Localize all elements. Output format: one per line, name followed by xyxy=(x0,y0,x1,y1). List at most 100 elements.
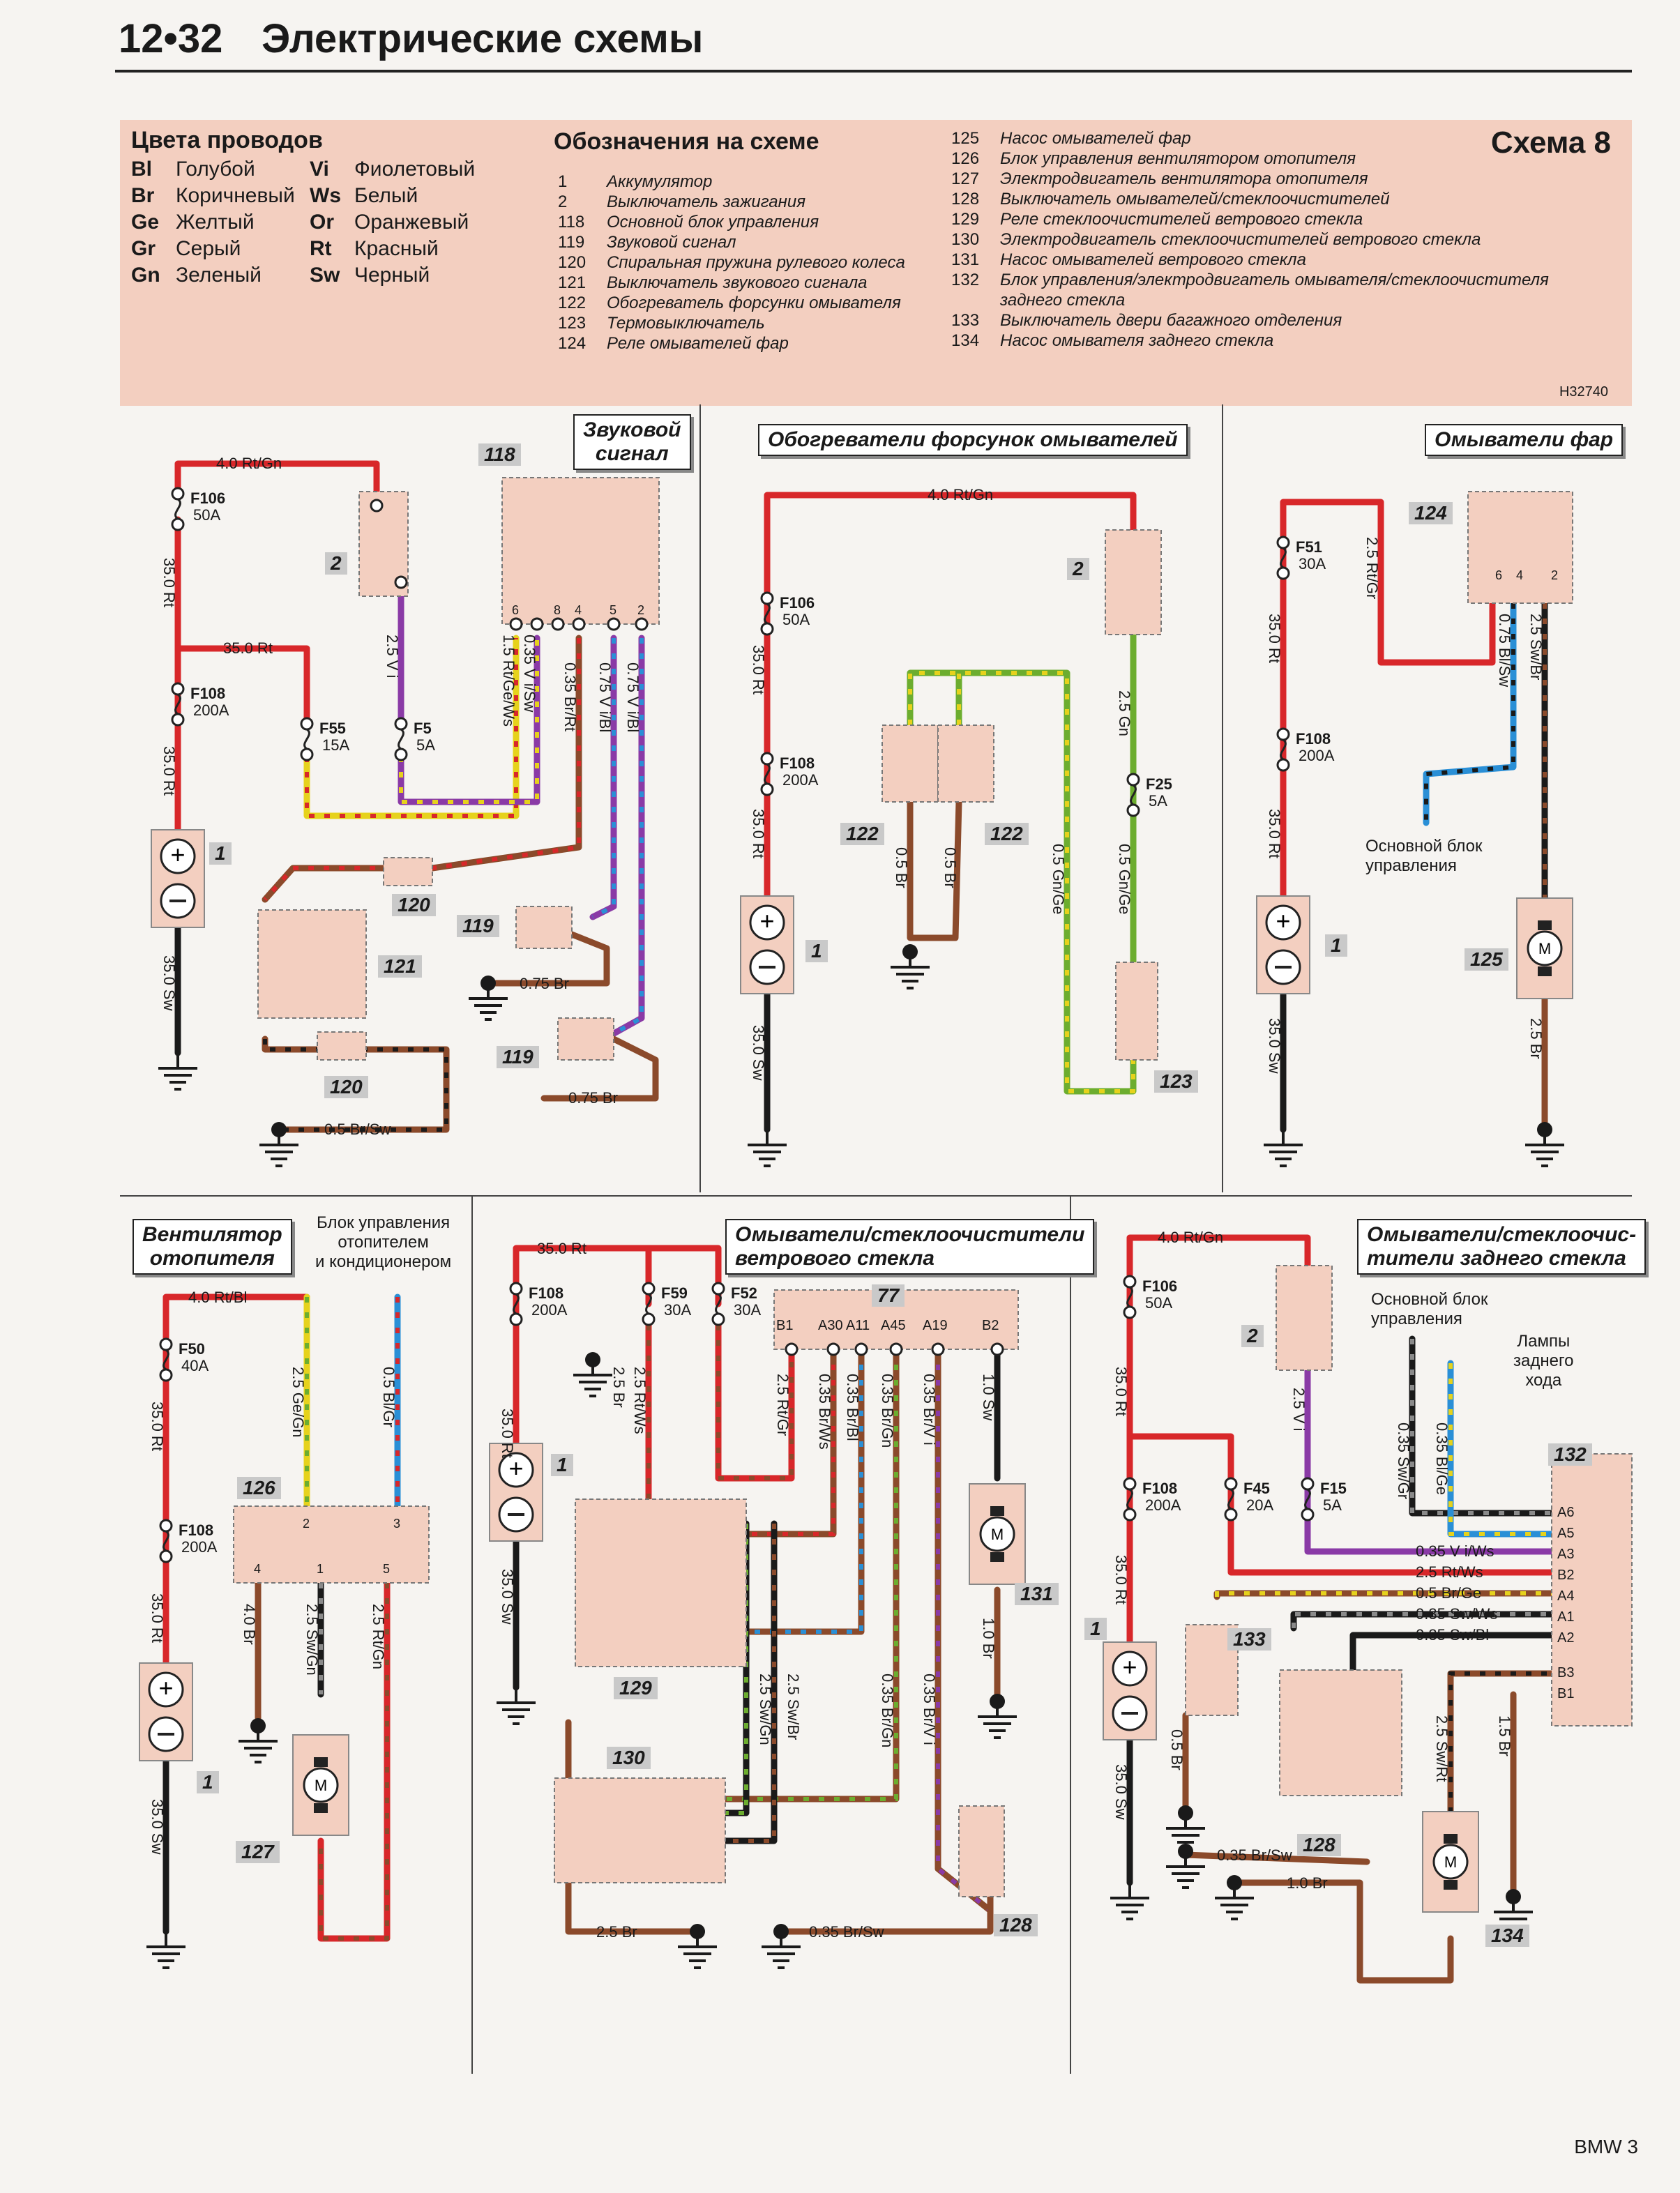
component-tag: 122 xyxy=(985,823,1029,845)
component-tag: 126 xyxy=(237,1477,281,1499)
wire-stripe xyxy=(319,1583,389,1941)
panel-title-horn: Звуковой сигнал xyxy=(573,414,691,470)
component-tag: 119 xyxy=(497,1046,539,1068)
fuse-rating: 30A xyxy=(664,1301,692,1319)
rear-washer-pump xyxy=(1421,1810,1480,1913)
wire-label: 4.0 Rt/Gn xyxy=(928,486,994,503)
wire-label: 0.35 Br/Ws xyxy=(816,1374,833,1450)
fuse-name: F108 xyxy=(1142,1480,1178,1497)
wire-label: 2.5 Rt/Gr xyxy=(1363,537,1381,600)
fuse-rating: 40A xyxy=(181,1357,209,1374)
component-entry-cont: заднего стекла xyxy=(1000,291,1126,310)
wire-label: 0.35 Sw/Ws xyxy=(1416,1605,1498,1623)
fan-motor xyxy=(292,1733,350,1837)
component-tag: 1 xyxy=(551,1454,573,1476)
wire-label: 35.0 Sw xyxy=(1112,1764,1130,1820)
washer-pump xyxy=(968,1482,1027,1586)
wire-label: 0.5 Br/Ge xyxy=(1416,1584,1482,1602)
fuse-name: F45 xyxy=(1243,1480,1270,1497)
component-tag: 128 xyxy=(994,1914,1038,1936)
terminal xyxy=(572,617,586,631)
wire-label: 35.0 Rt xyxy=(499,1409,516,1458)
wire-label: 0.75 Bl/Sw xyxy=(1496,614,1513,688)
component-tag: 2 xyxy=(325,552,347,575)
nozzle-heater xyxy=(881,724,939,803)
wire-label: 0.75 V i/Bl xyxy=(596,662,614,733)
components-title: Обозначения на схеме xyxy=(554,128,819,155)
fuse xyxy=(159,1337,173,1382)
pin-label: A2 xyxy=(1557,1630,1575,1646)
wire-label: 0.35 Br/Bl xyxy=(844,1374,861,1441)
note-reverse-lamps: Лампы заднего хода xyxy=(1513,1332,1574,1390)
horn xyxy=(515,906,573,949)
terminal xyxy=(607,617,621,631)
wire-label: 0.35 Br/V i xyxy=(921,1674,938,1745)
pin-label: 2 xyxy=(1551,568,1559,582)
wire xyxy=(485,931,610,987)
component-tag: 1 xyxy=(197,1771,219,1793)
wire-stripe xyxy=(743,1349,835,1536)
component-tag: 2 xyxy=(1241,1325,1264,1347)
washer-wiper-switch xyxy=(1279,1669,1402,1796)
component-tag: 1 xyxy=(1325,934,1347,957)
wire xyxy=(907,798,962,941)
fuse-rating: 30A xyxy=(734,1301,762,1319)
pin-label: A1 xyxy=(1557,1609,1575,1625)
wire-stripe xyxy=(908,671,1135,1093)
fuse-name: F108 xyxy=(780,754,815,772)
wire-label: 2.5 Sw/Gn xyxy=(757,1674,774,1745)
wire-label: 4.0 Rt/Gn xyxy=(216,455,282,472)
wire-label: 35.0 Rt xyxy=(223,639,273,657)
wire xyxy=(589,635,617,920)
pin-label: A6 xyxy=(1557,1505,1575,1520)
fuse-name: F106 xyxy=(780,594,815,612)
ignition-switch xyxy=(358,491,409,597)
pin-label: 4 xyxy=(1516,568,1524,582)
wire-label: 2.5 Br xyxy=(1527,1018,1545,1059)
wire-label: 1.0 Br xyxy=(1287,1874,1328,1892)
fuse xyxy=(1276,536,1290,580)
pin-label: B1 xyxy=(776,1318,794,1333)
fuse-name: F108 xyxy=(1296,730,1331,748)
fuse xyxy=(1126,773,1140,817)
pin-label: A11 xyxy=(846,1318,870,1333)
pin-label: 8 xyxy=(554,603,561,617)
wire-label: 35.0 Sw xyxy=(750,1025,767,1081)
wire-label: 35.0 Sw xyxy=(149,1799,166,1855)
horn-switch xyxy=(257,909,367,1019)
wire-label: 0.35 V i/Ws xyxy=(1416,1542,1494,1560)
battery xyxy=(488,1442,544,1542)
wire-label: 0.35 V i/Sw xyxy=(521,635,538,713)
component-tag: 118 xyxy=(478,443,521,466)
wire-stripe xyxy=(718,1524,776,1843)
wire-label: 2.5 Rt/Ws xyxy=(631,1367,649,1434)
fuse-name: F108 xyxy=(529,1284,564,1302)
component-tag: 124 xyxy=(1409,502,1453,524)
wire-label: 0.5 Bl/Gr xyxy=(380,1367,398,1427)
fuse xyxy=(509,1282,523,1326)
wire-label: 0.75 Br xyxy=(568,1089,618,1107)
wire-label: 0.35 Bl/Ge xyxy=(1433,1422,1451,1495)
pin-label: A19 xyxy=(923,1318,948,1333)
ground xyxy=(889,950,931,989)
pin-label: A3 xyxy=(1557,1547,1575,1562)
wire xyxy=(540,1035,659,1102)
wire-label: 35.0 Rt xyxy=(149,1402,166,1451)
panel-title-heater-fan: Вентилятор отопителя xyxy=(133,1219,292,1275)
component-tag: 1 xyxy=(805,940,828,962)
ignition-switch xyxy=(1276,1265,1333,1371)
wire-label: 0.35 Br/Sw xyxy=(1217,1846,1292,1864)
wire-stripe xyxy=(739,1349,863,1634)
terminal xyxy=(785,1342,799,1356)
pump-motor xyxy=(1515,897,1574,1000)
wire-stripe xyxy=(716,1325,794,1480)
fuse-rating: 200A xyxy=(193,701,229,719)
wire-label: 35.0 Rt xyxy=(149,1593,166,1643)
